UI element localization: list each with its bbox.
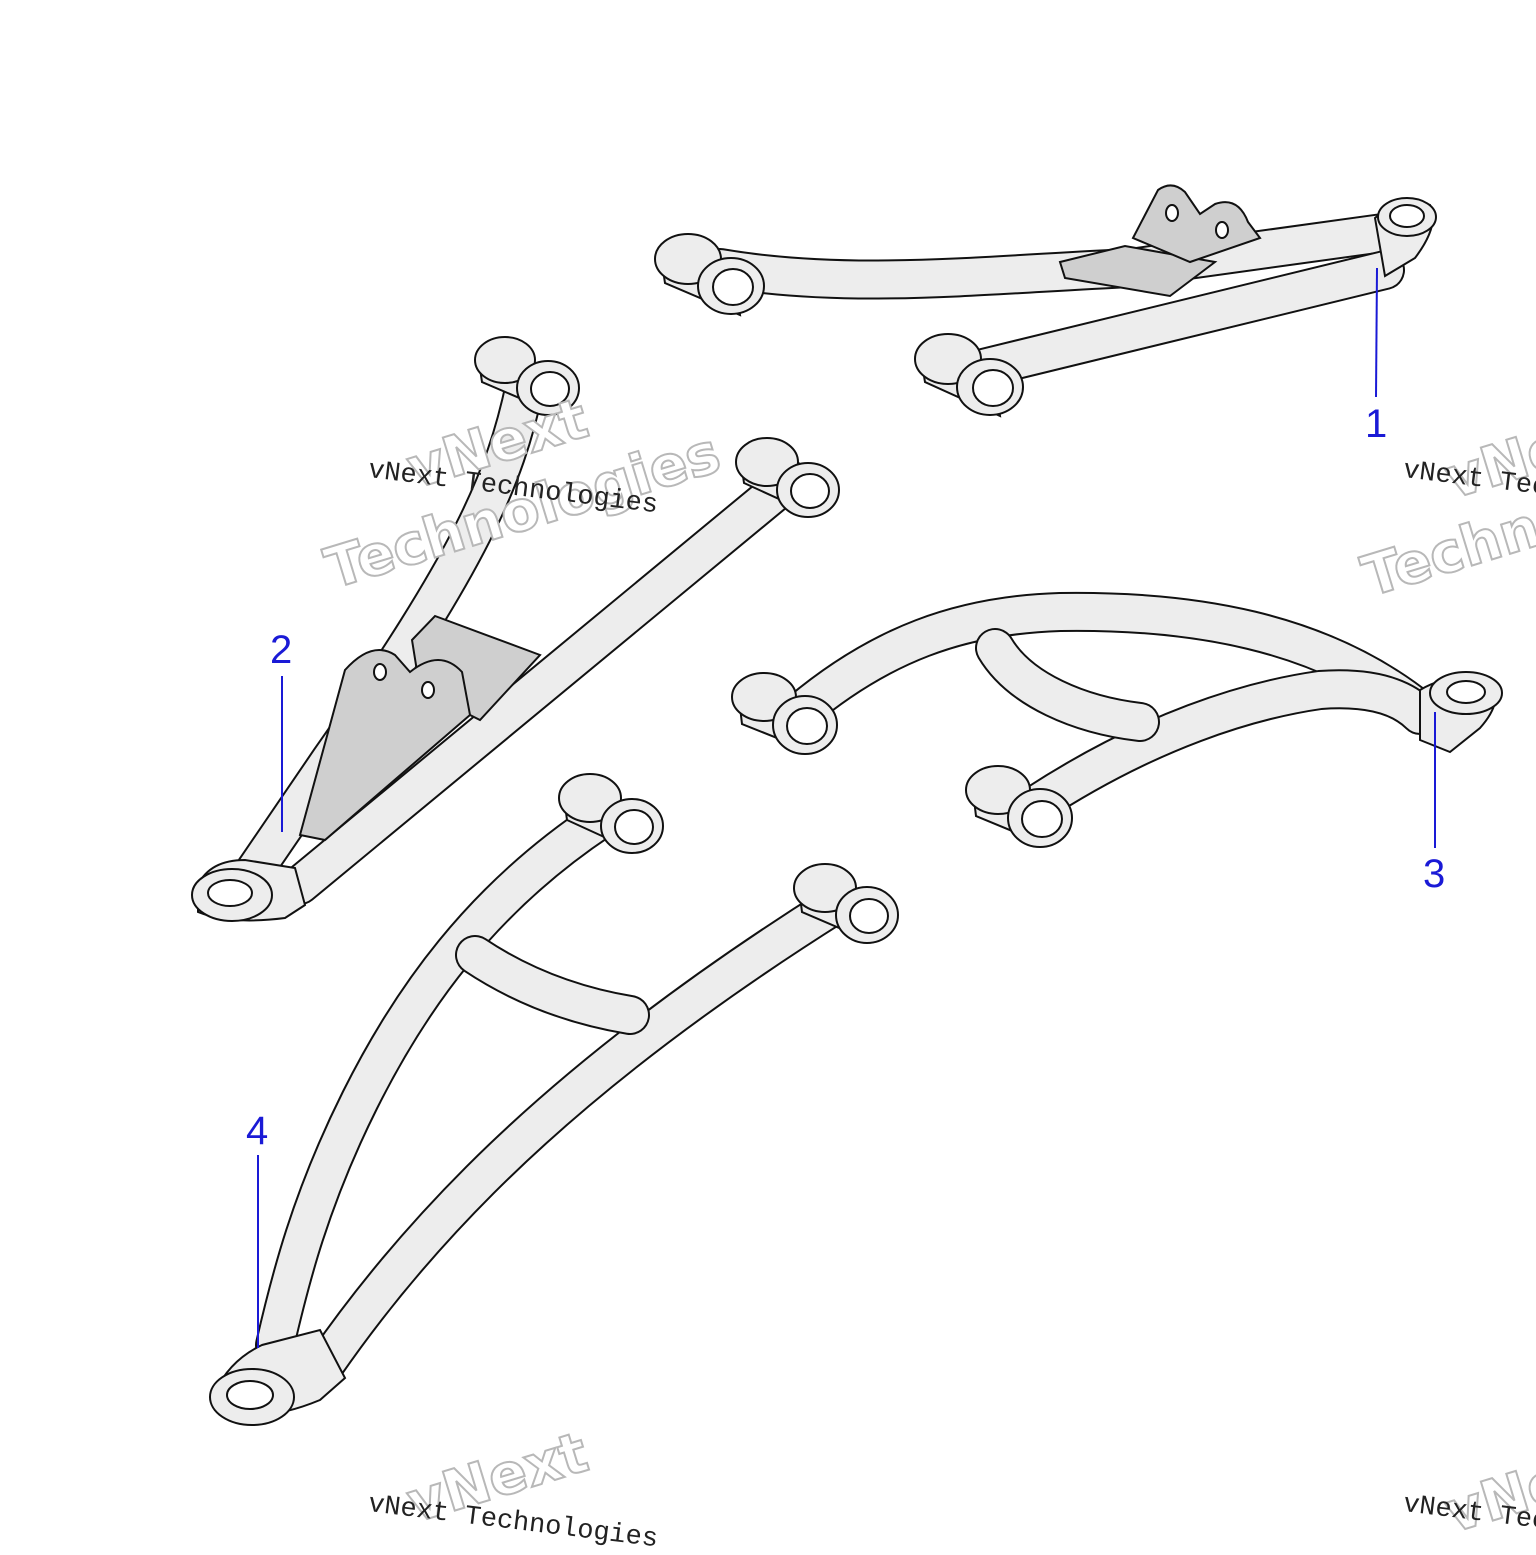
part-3-ball-joint-mount — [1419, 671, 1503, 754]
part-2-bushing-front — [735, 437, 840, 518]
part-1-ball-joint-mount — [1373, 197, 1437, 278]
part-4-ball-joint-mount — [209, 1328, 347, 1426]
callout-1[interactable]: 1 — [1365, 402, 1388, 446]
part-2-bushing-rear — [474, 336, 580, 416]
callout-4[interactable]: 4 — [246, 1109, 269, 1153]
part-1-control-arm — [654, 184, 1437, 418]
part-1-bushing-front — [914, 333, 1024, 418]
part-4-bushing-rear — [558, 773, 664, 854]
leader-line-1 — [1375, 267, 1378, 398]
callout-2[interactable]: 2 — [270, 628, 293, 672]
part-4-bushing-front — [793, 863, 899, 944]
part-1-bracket — [1131, 184, 1262, 264]
part-2-ball-joint-mount — [191, 858, 307, 922]
part-2-control-arm — [191, 336, 840, 922]
part-4-control-arm — [209, 773, 899, 1426]
callout-3[interactable]: 3 — [1423, 852, 1446, 896]
part-3-bushing-front — [965, 765, 1073, 848]
part-3-control-arm — [731, 591, 1503, 848]
part-1-bushing-rear — [654, 233, 765, 317]
part-3-bushing-rear — [731, 672, 838, 755]
part-1-plate — [1058, 244, 1218, 298]
